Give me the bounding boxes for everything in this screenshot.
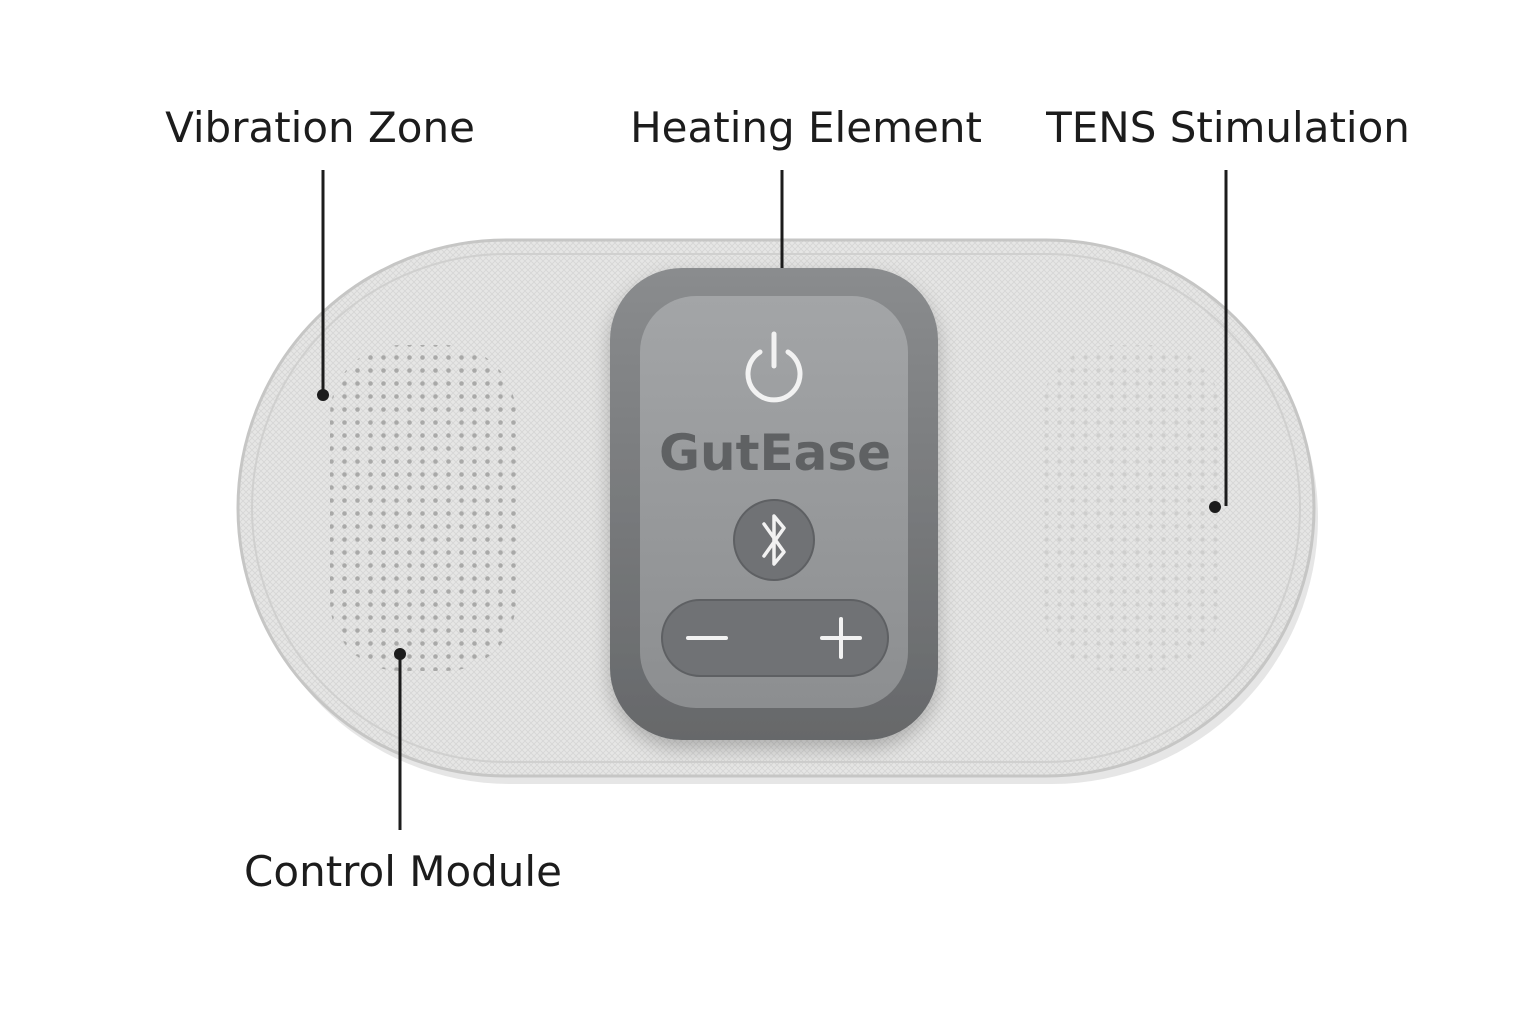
leader-lines [317, 170, 1228, 830]
bluetooth-button[interactable] [733, 499, 815, 581]
power-icon [745, 331, 803, 403]
pad-stitch [251, 253, 1301, 763]
intensity-rocker-body [661, 599, 889, 677]
tens-zone-perforation [1040, 345, 1222, 671]
plus-button[interactable] [820, 617, 862, 659]
tens-stimulation-dot [1209, 501, 1221, 513]
label-vibration-zone: Vibration Zone [165, 103, 475, 152]
vibration-zone-dot [317, 389, 329, 401]
plus-icon [820, 617, 862, 659]
intensity-rocker [661, 599, 889, 677]
brand-logo: GutEase [659, 424, 891, 482]
control-module-dot [394, 648, 406, 660]
label-heating-element: Heating Element [630, 103, 982, 152]
label-tens-stimulation: TENS Stimulation [1045, 103, 1410, 152]
bluetooth-icon [762, 514, 786, 566]
vibration-zone-perforation [330, 345, 516, 671]
power-button[interactable] [745, 331, 803, 403]
label-control-module: Control Module [244, 847, 562, 896]
